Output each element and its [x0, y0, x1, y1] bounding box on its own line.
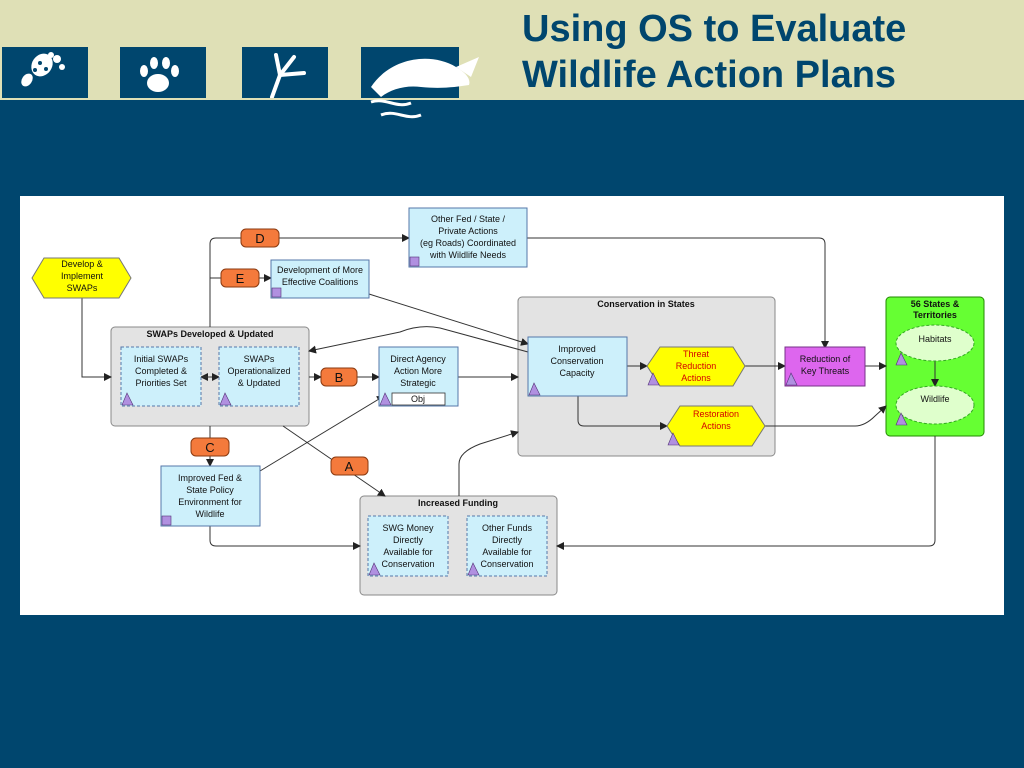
triangle-marker	[785, 372, 798, 386]
initial-swaps-line-1: Initial SWAPs	[134, 354, 189, 364]
svg-text:B: B	[335, 370, 344, 385]
edge-label-a: A	[330, 456, 369, 476]
triangle-marker	[368, 562, 381, 576]
states-group-title-line-2: Territories	[913, 310, 957, 320]
triangle-marker	[467, 562, 480, 576]
reduction-threats-node: Reduction of Key Threats	[784, 346, 866, 387]
improved-fed-line-4: Wildlife	[195, 509, 224, 519]
triangle-marker	[647, 372, 660, 386]
threat-reduction-line-1: Threat	[683, 349, 710, 359]
other-funds-line-2: Directly	[492, 535, 523, 545]
develop-swaps-line-3: SWAPs	[67, 283, 98, 293]
reduction-threats-line-2: Key Threats	[801, 366, 850, 376]
swaps-group-title: SWAPs Developed & Updated	[146, 329, 273, 339]
other-funds-line-3: Available for	[482, 547, 531, 557]
direct-agency-line-1: Direct Agency	[390, 354, 446, 364]
triangle-marker	[528, 382, 541, 396]
other-funds-line-4: Conservation	[480, 559, 533, 569]
funding-group-title: Increased Funding	[418, 498, 498, 508]
initial-swaps-line-3: Priorities Set	[135, 378, 187, 388]
initial-swaps-node: Initial SWAPs Completed & Priorities Set	[120, 346, 202, 407]
diagram-panel: SWAPs Developed & Updated Conservation i…	[20, 196, 1004, 615]
coalitions-line-1: Development of More	[277, 265, 363, 275]
states-group-title-line-1: 56 States &	[911, 299, 960, 309]
other-funds-node: Other Funds Directly Available for Conse…	[466, 515, 548, 577]
threat-reduction-line-3: Actions	[681, 373, 711, 383]
improved-fed-line-3: Environment for	[178, 497, 242, 507]
other-funds-line-1: Other Funds	[482, 523, 533, 533]
triangle-marker	[895, 352, 908, 366]
triangle-marker	[895, 412, 908, 426]
swg-money-line-4: Conservation	[381, 559, 434, 569]
improved-capacity-line-2: Conservation	[550, 356, 603, 366]
reduction-threats-line-1: Reduction of	[800, 354, 851, 364]
svg-text:A: A	[345, 459, 354, 474]
plus-marker	[409, 256, 420, 267]
conservation-group-title: Conservation in States	[597, 299, 695, 309]
direct-agency-node: Direct Agency Action More Strategic Obj	[378, 346, 459, 407]
swaps-op-line-2: Operationalized	[227, 366, 290, 376]
swaps-op-line-3: & Updated	[238, 378, 281, 388]
develop-swaps-node: Develop & Implement SWAPs	[31, 257, 132, 299]
obj-label: Obj	[411, 394, 425, 404]
swg-money-line-3: Available for	[383, 547, 432, 557]
coalitions-node: Development of More Effective Coalitions	[270, 259, 370, 299]
coalitions-line-2: Effective Coalitions	[282, 277, 359, 287]
paw-print-icon	[120, 47, 206, 98]
improved-fed-policy-node: Improved Fed & State Policy Environment …	[160, 465, 261, 527]
improved-fed-line-1: Improved Fed &	[178, 473, 242, 483]
swaps-op-line-1: SWAPs	[244, 354, 275, 364]
plus-marker	[161, 515, 172, 526]
triangle-marker	[219, 392, 232, 406]
edge-label-b: B	[320, 367, 358, 387]
improved-capacity-line-3: Capacity	[559, 368, 595, 378]
other-fed-line-4: with Wildlife Needs	[429, 250, 507, 260]
improved-capacity-line-1: Improved	[558, 344, 596, 354]
edge-label-d: D	[240, 228, 280, 248]
develop-swaps-line-1: Develop &	[61, 259, 103, 269]
direct-agency-line-3: Strategic	[400, 378, 436, 388]
other-fed-line-3: (eg Roads) Coordinated	[420, 238, 516, 248]
bird-track-icon	[242, 47, 328, 98]
edge-label-c: C	[190, 437, 230, 457]
other-fed-line-2: Private Actions	[438, 226, 498, 236]
svg-text:E: E	[236, 271, 245, 286]
improved-capacity-node: Improved Conservation Capacity	[527, 336, 628, 397]
threat-reduction-node: Threat Reduction Actions	[646, 346, 746, 387]
edge-label-e: E	[220, 268, 260, 288]
restoration-node: Restoration Actions	[666, 405, 766, 447]
svg-text:C: C	[205, 440, 214, 455]
wildlife-label: Wildlife	[920, 394, 949, 404]
other-fed-actions-node: Other Fed / State / Private Actions (eg …	[408, 207, 528, 268]
restoration-line-1: Restoration	[693, 409, 739, 419]
obj-box	[391, 392, 446, 406]
other-fed-line-1: Other Fed / State /	[431, 214, 506, 224]
improved-fed-line-2: State Policy	[186, 485, 234, 495]
swaps-operationalized-node: SWAPs Operationalized & Updated	[218, 346, 300, 407]
habitats-node: Habitats	[895, 324, 975, 366]
swg-money-node: SWG Money Directly Available for Conserv…	[367, 515, 449, 577]
svg-text:D: D	[255, 231, 264, 246]
page-title: Using OS to Evaluate Wildlife Action Pla…	[522, 6, 1022, 98]
direct-agency-line-2: Action More	[394, 366, 442, 376]
wildlife-node: Wildlife	[895, 385, 975, 426]
fish-icon	[361, 47, 479, 119]
title-line-2: Wildlife Action Plans	[522, 54, 897, 96]
header-banner: Using OS to Evaluate Wildlife Action Pla…	[0, 0, 1024, 119]
plus-marker	[271, 287, 282, 298]
develop-swaps-line-2: Implement	[61, 271, 104, 281]
footprint-icon	[2, 47, 88, 98]
swg-money-line-2: Directly	[393, 535, 424, 545]
swg-money-line-1: SWG Money	[382, 523, 434, 533]
triangle-marker	[121, 392, 134, 406]
threat-reduction-line-2: Reduction	[676, 361, 717, 371]
triangle-marker	[667, 432, 680, 446]
initial-swaps-line-2: Completed &	[135, 366, 187, 376]
restoration-line-2: Actions	[701, 421, 731, 431]
triangle-marker	[379, 392, 392, 406]
habitats-label: Habitats	[918, 334, 952, 344]
title-line-1: Using OS to Evaluate	[522, 8, 907, 50]
